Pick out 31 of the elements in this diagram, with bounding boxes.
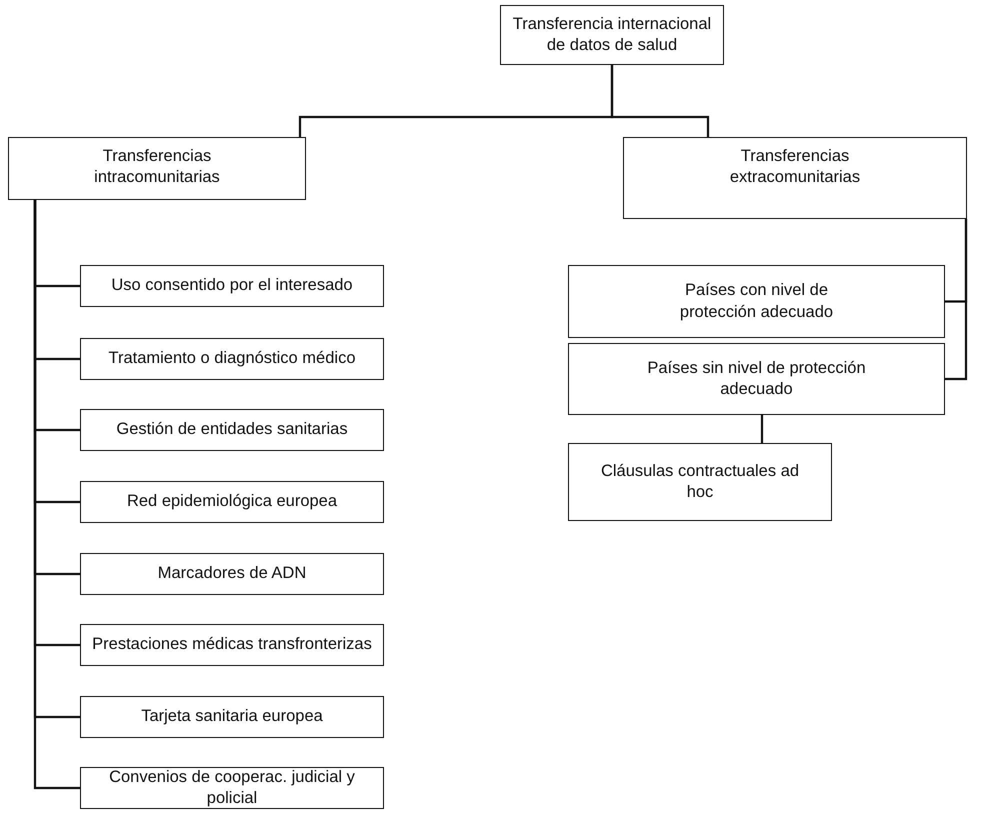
category-box: [623, 137, 967, 219]
node-label: Países con nivel de protección adecuado: [678, 280, 834, 322]
node-label: Red epidemiológica europea: [126, 491, 338, 512]
node-label: Convenios de cooperac. judicial y policial: [108, 766, 356, 809]
node-label: Transferencias extracomunitarias: [728, 146, 862, 188]
connector-line: [760, 415, 764, 443]
category-box: [80, 409, 384, 451]
category-box: [8, 137, 306, 200]
category-box: [80, 624, 384, 666]
connector-line: [945, 219, 968, 380]
category-box: [80, 767, 384, 809]
category-box: [80, 553, 384, 595]
category-box: [80, 338, 384, 380]
node-label: Transferencia internacional de datos de salud: [512, 14, 712, 56]
node-label: Prestaciones médicas transfronterizas: [92, 634, 372, 656]
node-label: Países sin nivel de protección adecuado: [646, 358, 866, 400]
category-box: [568, 265, 945, 338]
category-box: [80, 265, 384, 307]
node-label: Tratamiento o diagnóstico médico: [108, 348, 356, 370]
node-label: Cláusulas contractuales ad hoc: [600, 460, 800, 503]
node-label: Gestión de entidades sanitarias: [116, 419, 348, 440]
node-label: Uso consentido por el interesado: [111, 275, 353, 296]
node-label: Marcadores de ADN: [158, 563, 306, 584]
node-label: Tarjeta sanitaria europea: [141, 706, 323, 728]
category-box: [568, 343, 945, 415]
category-box: [80, 696, 384, 738]
connector-line: [610, 65, 710, 137]
node-label: Transferencias intracomunitarias: [93, 146, 221, 188]
category-box: [500, 5, 724, 65]
category-box: [80, 481, 384, 523]
category-box: [568, 443, 832, 521]
